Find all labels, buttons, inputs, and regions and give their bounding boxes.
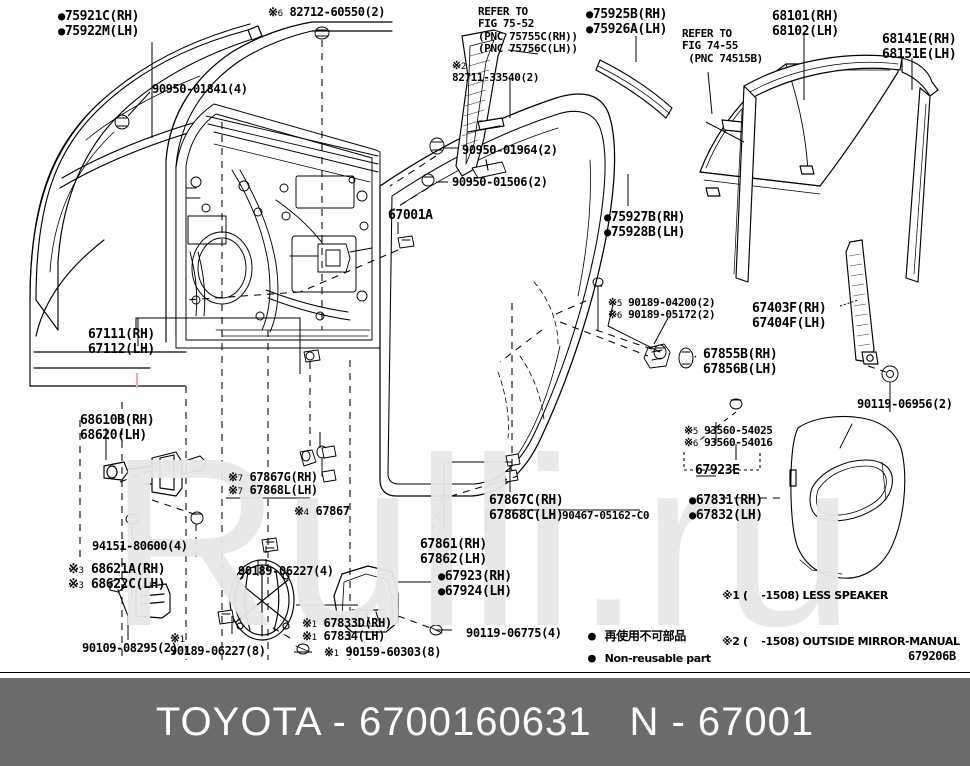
footer-divider: [0, 672, 970, 673]
diagram-canvas: Rulli.ru ●75921C(RH)●75922M(LH) ※6 82712…: [29, 5, 960, 678]
door-assembly-lineart: [29, 21, 939, 660]
callout-67867: ※4 67867: [294, 504, 350, 518]
footer-title: TOYOTA - 6700160631 N - 67001: [156, 700, 814, 745]
callout-90950-01964: 90950-01964(2): [462, 143, 558, 157]
callout-90950-01506: 90950-01506(2): [452, 175, 548, 189]
callout-67861: 67861(RH)67862(LH): [420, 537, 487, 567]
footer-brand: TOYOTA: [155, 699, 321, 744]
callout-67833D: ※1 67833D(RH)※1 67834(LH): [302, 616, 392, 644]
legend-nonreusable: ● 再使用不可部品● Non-reusable part: [588, 629, 711, 666]
footer-catalog-number: 6700160631: [358, 699, 592, 744]
callout-67831: ●67831(RH)●67832(LH): [689, 493, 763, 523]
callout-67867C: 67867C(RH)67868C(LH): [489, 493, 564, 523]
callout-67923: ●67923(RH)●67924(LH): [438, 569, 512, 599]
legend-jp-text: 再使用不可部品: [604, 629, 687, 643]
callout-75921: ●75921C(RH)●75922M(LH): [58, 9, 140, 39]
callout-67111: 67111(RH)67112(LH): [88, 327, 155, 357]
callout-67867G: ※7 67867G(RH)※7 67868L(LH): [228, 470, 318, 498]
footnotes-list: ※1 ( -1508) LESS SPEAKER ※2 ( -1508) OUT…: [722, 558, 960, 678]
callout-94151: 94151-80600(4): [92, 539, 188, 553]
highlighted-part-number: [136, 373, 138, 388]
callout-93560: ※5 93560-54025※6 93560-54016: [684, 424, 773, 450]
callout-90159: ※1 90159-60303(8): [324, 645, 442, 659]
callout-90467: 90467-05162-C0: [562, 509, 650, 522]
callout-90109: 90109-08295(2): [82, 641, 178, 655]
legend-en-text: Non-reusable part: [604, 651, 711, 665]
callout-82712: ※6 82712-60550(2): [268, 5, 386, 19]
footer-bar: TOYOTA - 6700160631 N - 67001: [0, 678, 970, 766]
callout-68141: 68141E(RH)68151E(LH): [882, 32, 957, 62]
footer-section-dash: -: [671, 699, 686, 744]
callout-67001A: 67001A: [388, 208, 433, 223]
footer-dash: -: [332, 699, 347, 744]
callout-68101: 68101(RH)68102(LH): [772, 9, 839, 39]
callout-68621: ※3 68621A(RH)※3 68622C(LH): [68, 562, 166, 592]
footer-part-number: 67001: [697, 699, 815, 744]
callout-90119-06775: 90119-06775(4): [466, 626, 562, 640]
callout-67923E: 67923E: [695, 463, 740, 478]
footer-section: N: [629, 699, 660, 744]
callout-67001-highlighted[interactable]: [136, 373, 138, 389]
callout-90950-01841: 90950-01841(4): [152, 82, 248, 96]
callout-90189: ※5 90189-04200(2)※6 90189-05172(2): [608, 296, 716, 322]
callout-90189-06227-4: 90189-06227(4): [238, 564, 334, 578]
footnote-1: ※1 ( -1508) LESS SPEAKER: [722, 589, 888, 603]
callout-75925: ●75925B(RH)●75926A(LH): [586, 7, 668, 37]
callout-90119-06956: 90119-06956(2): [857, 397, 953, 411]
callout-67855: 67855B(RH)67856B(LH): [703, 347, 778, 377]
callout-67403: 67403F(RH)67404F(LH): [752, 301, 827, 331]
footnote-2: ※2 ( -1508) OUTSIDE MIRROR-MANUAL: [722, 634, 960, 648]
callout-75927: ●75927B(RH)●75928B(LH): [604, 210, 686, 240]
catalog-code: 679206B: [908, 649, 956, 663]
callout-68610: 68610B(RH)68620(LH): [80, 413, 155, 443]
